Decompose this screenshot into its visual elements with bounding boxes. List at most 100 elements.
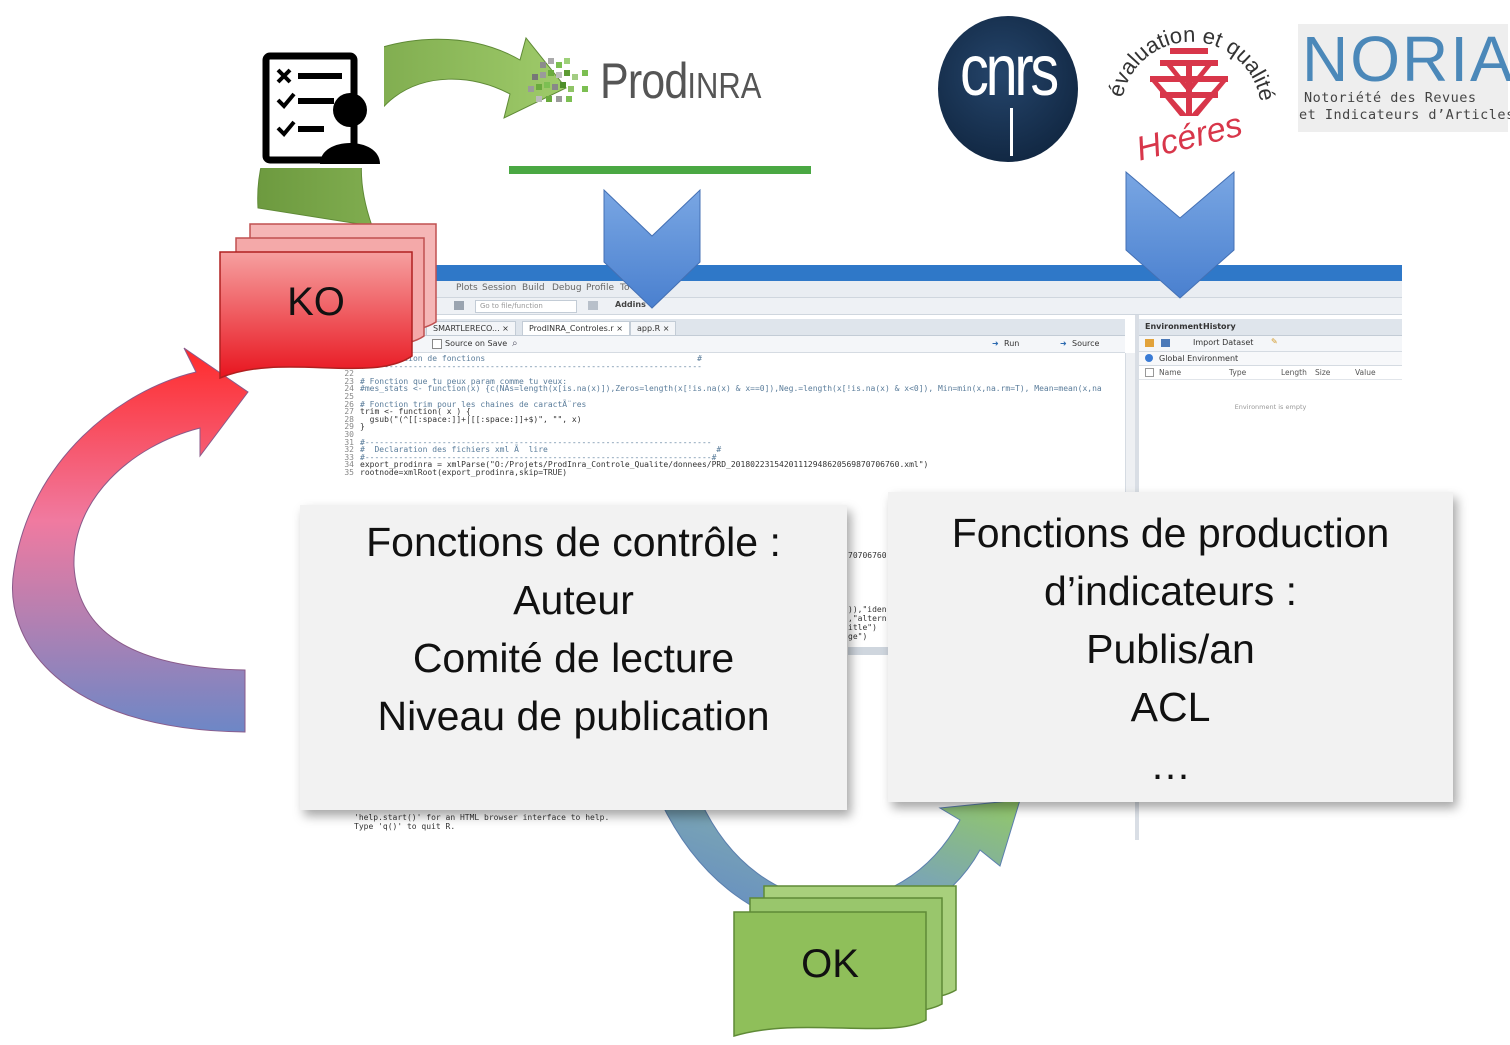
environment-table-header: Name Type Length Size Value xyxy=(1139,366,1402,380)
code-editor[interactable]: 20# Declaration de fonctions #21#-------… xyxy=(330,353,1125,503)
prodinra-underline xyxy=(509,166,811,174)
code-fragment: ,"altern xyxy=(848,614,887,623)
open-folder-icon[interactable] xyxy=(1145,339,1154,347)
menu-item[interactable]: Session xyxy=(482,283,517,293)
source-on-save-label: Source on Save xyxy=(445,339,508,348)
code-fragment: itle") xyxy=(848,623,877,632)
environment-tabs: Environment History xyxy=(1139,319,1402,336)
col-name[interactable]: Name xyxy=(1159,368,1182,377)
source-button[interactable]: Source xyxy=(1072,339,1100,348)
run-arrow-icon: ➜ xyxy=(992,339,999,348)
line-number: 24 xyxy=(344,384,354,394)
broom-icon[interactable]: ✎ xyxy=(1271,337,1278,346)
prodinra-mosaic-icon xyxy=(528,58,588,102)
select-all-checkbox[interactable] xyxy=(1145,368,1154,377)
r-console[interactable]: 'help.start()' for an HTML browser inter… xyxy=(330,805,1130,840)
red-return-arrow xyxy=(12,347,249,733)
console-line: Type 'q()' to quit R. xyxy=(354,822,456,831)
run-button[interactable]: Run xyxy=(1004,339,1020,348)
control-functions-box: Fonctions de contrôle : Auteur Comité de… xyxy=(300,505,847,810)
code-line: gsub("(^[[:space:]]+|[[:space:]]+$)", ""… xyxy=(360,414,582,424)
cnrs-logo xyxy=(938,16,1078,162)
grid-icon[interactable] xyxy=(588,301,598,310)
r-env-icon xyxy=(1145,354,1153,362)
editor-toolbar: Source on Save ⌕ ➜ Run ➜ Source xyxy=(330,336,1125,353)
line-number: 26 xyxy=(344,399,354,409)
code-fragment: ge") xyxy=(848,632,868,641)
noria-subtitle-line2: et Indicateurs d’Articles xyxy=(1299,107,1510,123)
production-functions-box: Fonctions de production d’indicateurs : … xyxy=(888,492,1453,802)
menu-item[interactable]: To xyxy=(620,283,630,293)
production-item: ACL xyxy=(1130,684,1211,730)
tab-prodinra-controles[interactable]: ProdINRA_Controles.r × xyxy=(522,321,630,335)
global-environment-select[interactable]: Global Environment xyxy=(1139,352,1402,366)
search-icon[interactable]: ⌕ xyxy=(512,338,518,349)
line-number: 28 xyxy=(344,414,354,424)
code-line: #---------------------------------------… xyxy=(360,361,702,371)
ok-label: OK xyxy=(801,942,859,986)
control-item: Comité de lecture xyxy=(412,635,735,681)
line-number: 29 xyxy=(344,422,354,432)
code-line: export_prodinra = xmlParse("O:/Projets/P… xyxy=(360,460,929,470)
col-size[interactable]: Size xyxy=(1315,368,1331,377)
code-line: } xyxy=(360,422,365,432)
control-box-title: Fonctions de contrôle : xyxy=(366,519,781,565)
production-box-title-2: d’indicateurs : xyxy=(1044,568,1297,614)
menu-item[interactable]: Build xyxy=(522,283,545,293)
code-line: rootnode=xmlRoot(export_prodinra,skip=TR… xyxy=(360,468,568,477)
tab-smartlereco[interactable]: SMARTLERECO... × xyxy=(426,321,516,335)
rstudio-menubar: Plots Session Build Debug Profile To xyxy=(330,281,1402,298)
line-number: 22 xyxy=(344,369,354,379)
col-value[interactable]: Value xyxy=(1355,368,1376,377)
editor-scrollbar[interactable] xyxy=(1125,353,1136,503)
editor-tabs: SMARTLERECO... × ProdINRA_Controles.r × … xyxy=(330,319,1125,336)
chevron-down-icon xyxy=(1125,170,1235,299)
tab-history[interactable]: History xyxy=(1203,322,1236,331)
line-number: 34 xyxy=(344,460,354,470)
code-line: # Fonction que tu peux param comme tu ve… xyxy=(360,376,568,386)
code-line: #---------------------------------------… xyxy=(360,437,712,447)
source-arrow-icon: ➜ xyxy=(1060,339,1067,348)
save-workspace-icon[interactable] xyxy=(1161,339,1170,347)
line-number: 27 xyxy=(344,407,354,417)
rstudio-titlebar xyxy=(330,265,1402,281)
cnrs-logo-line xyxy=(1010,108,1013,156)
code-line: trim <- function( x ) { xyxy=(360,407,471,417)
line-number: 31 xyxy=(344,437,354,447)
chevron-down-icon xyxy=(603,188,701,309)
control-item: Auteur xyxy=(513,577,634,623)
production-box-title: Fonctions de production xyxy=(951,510,1390,556)
menu-item[interactable]: Plots xyxy=(456,283,478,293)
menu-item[interactable]: Debug xyxy=(552,283,582,293)
line-number: 23 xyxy=(344,376,354,386)
col-type[interactable]: Type xyxy=(1229,368,1247,377)
addins-menu[interactable]: Addins xyxy=(615,300,646,309)
code-line: # Fonction trim pour les chaines de cara… xyxy=(360,399,587,409)
production-item: … xyxy=(1150,742,1191,788)
environment-empty-text: Environment is empty xyxy=(1234,403,1307,411)
control-item: Niveau de publication xyxy=(377,693,770,739)
console-line: 'help.start()' for an HTML browser inter… xyxy=(354,813,610,822)
col-length[interactable]: Length xyxy=(1281,368,1307,377)
tab-environment[interactable]: Environment xyxy=(1145,322,1203,331)
pane-splitter[interactable] xyxy=(848,647,888,655)
import-dataset-button[interactable]: Import Dataset xyxy=(1193,338,1254,347)
environment-toolbar: Import Dataset ✎ xyxy=(1139,336,1402,352)
code-line: # Declaration des fichiers xml Ã lire # xyxy=(360,445,722,455)
code-line: #mes_stats <- function(x) {c(NAs=length(… xyxy=(360,384,1102,394)
goto-file-input[interactable]: Go to file/function xyxy=(475,300,577,313)
menu-item[interactable]: Profile xyxy=(586,283,614,293)
code-fragment: )),"iden xyxy=(848,605,887,614)
noria-subtitle-line1: Notoriété des Revues xyxy=(1304,90,1477,106)
noria-logo xyxy=(1298,24,1508,132)
line-number: 30 xyxy=(344,430,354,439)
checklist-person-icon xyxy=(256,46,384,168)
noria-title: NORIA xyxy=(1302,23,1510,95)
save-icon[interactable] xyxy=(454,301,464,310)
code-fragment: 70706760 xyxy=(848,551,887,560)
tab-app-r[interactable]: app.R × xyxy=(630,321,677,335)
source-on-save-checkbox[interactable] xyxy=(432,339,442,349)
line-number: 25 xyxy=(344,392,354,401)
ok-document-stack xyxy=(733,885,957,1038)
